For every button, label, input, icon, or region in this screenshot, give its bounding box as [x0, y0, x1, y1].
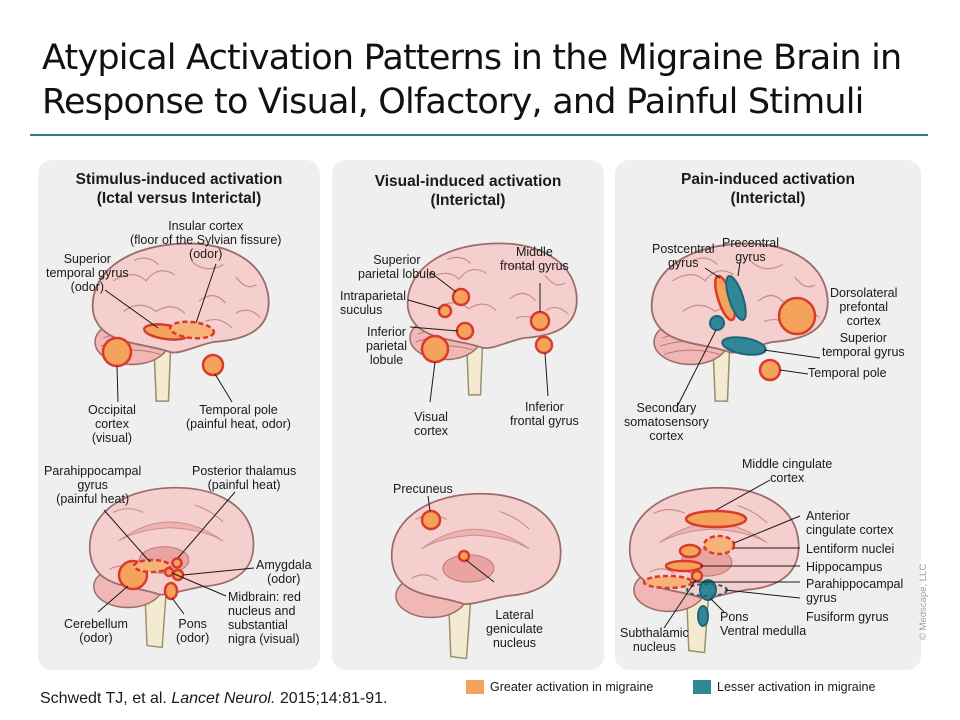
- label-precuneus: Precuneus: [393, 482, 453, 496]
- label-precentral-gyrus: Precentral gyrus: [722, 236, 779, 264]
- spot-parahippocampal-3: [642, 574, 694, 590]
- spot-superior-parietal: [451, 287, 471, 307]
- lesser-swatch: [693, 680, 711, 694]
- title-divider: [30, 134, 928, 136]
- spot-midbrain: [163, 566, 175, 578]
- spot-precentral: [725, 275, 747, 321]
- panel-title: Pain-induced activation (Interictal): [681, 171, 855, 207]
- label-midbrain: Midbrain: red nucleus and substantial ni…: [228, 590, 301, 646]
- label-ventral-medulla: Ventral medulla: [720, 624, 807, 638]
- page-title: Atypical Activation Patterns in the Migr…: [42, 38, 902, 122]
- spot-subthalamic: [690, 569, 704, 583]
- label-postcentral-gyrus: Postcentral gyrus: [652, 242, 715, 270]
- citation-journal: Lancet Neurol.: [171, 690, 276, 707]
- label-parahippocampal-gyrus: Parahippocampal gyrus (painful heat): [44, 464, 142, 506]
- spot-ventral-medulla: [697, 605, 709, 627]
- label-intraparietal-sulcus: Intraparietal suculus: [340, 289, 407, 317]
- spot-pons: [163, 581, 179, 601]
- label-cerebellum: Cerebellum (odor): [64, 617, 128, 645]
- panel-title: Visual-induced activation (Interictal): [374, 173, 562, 209]
- label-secondary-somatosensory: Secondary somatosensory cortex: [624, 401, 709, 443]
- spot-visual-cortex: [420, 334, 450, 364]
- spot-parahippocampal: [132, 558, 172, 574]
- spot-middle-cingulate: [684, 509, 748, 529]
- label-middle-cingulate: Middle cingulate cortex: [742, 457, 833, 485]
- spot-thalamus: [171, 557, 183, 569]
- spot-temporal-pole-3: [758, 358, 782, 382]
- spot-pons-3: [699, 579, 717, 601]
- spot-precuneus: [420, 509, 442, 531]
- spot-secondary-somatosensory: [709, 315, 725, 331]
- label-pons-3: Pons: [720, 610, 749, 624]
- greater-swatch: [466, 680, 484, 694]
- spot-dorsolateral: [777, 296, 817, 336]
- label-superior-parietal-lobule: Superior parietal lobule: [358, 253, 436, 281]
- spot-inferior-parietal: [455, 321, 475, 341]
- spot-anterior-cingulate: [702, 534, 736, 556]
- label-hippocampus: Hippocampus: [806, 560, 883, 574]
- legend-lesser: Lesser activation in migraine: [693, 680, 875, 694]
- spot-lentiform: [678, 543, 702, 559]
- legend-greater-label: Greater activation in migraine: [490, 680, 654, 694]
- label-temporal-pole: Temporal pole (painful heat, odor): [186, 403, 291, 431]
- label-occipital-cortex: Occipital cortex (visual): [88, 403, 136, 445]
- panel-title: Stimulus-induced activation (Ictal versu…: [75, 171, 283, 207]
- spot-temporal-pole: [201, 353, 225, 377]
- spot-inferior-frontal: [534, 335, 554, 355]
- label-superior-temporal-gyrus-3: Superior temporal gyrus: [822, 331, 905, 359]
- label-lateral-geniculate-nucleus: Lateral geniculate nucleus: [486, 608, 543, 650]
- label-visual-cortex: Visual cortex: [414, 410, 449, 438]
- spot-lateral-geniculate: [457, 549, 471, 563]
- label-inferior-frontal-gyrus: Inferior frontal gyrus: [510, 400, 579, 428]
- legend-lesser-label: Lesser activation in migraine: [717, 680, 876, 694]
- legend-greater: Greater activation in migraine: [466, 680, 653, 694]
- spot-insular: [168, 320, 216, 340]
- copyright: © Medscape, LLC: [918, 563, 929, 640]
- spot-amygdala: [171, 568, 185, 582]
- label-posterior-thalamus: Posterior thalamus (painful heat): [192, 464, 297, 492]
- label-superior-temporal-gyrus: Superior temporal gyrus (odor): [46, 252, 129, 294]
- citation-authors: Schwedt TJ, et al.: [40, 690, 167, 707]
- label-middle-frontal-gyrus: Middle frontal gyrus: [500, 245, 569, 273]
- citation: Schwedt TJ, et al. Lancet Neurol. 2015;1…: [40, 690, 388, 708]
- label-parahippocampal-gyrus-3: Parahippocampal gyrus: [806, 577, 904, 605]
- label-lentiform-nuclei: Lentiform nuclei: [806, 542, 895, 556]
- spot-occipital: [101, 336, 133, 368]
- spot-middle-frontal: [529, 310, 551, 332]
- citation-details: 2015;14:81-91.: [279, 690, 388, 707]
- spot-intraparietal: [437, 303, 453, 319]
- label-inferior-parietal-lobule: Inferior parietal lobule: [366, 325, 407, 367]
- spot-hippocampus: [664, 559, 704, 573]
- label-insular-cortex: Insular cortex (floor of the Sylvian fis…: [130, 219, 282, 261]
- label-fusiform-gyrus: Fusiform gyrus: [806, 610, 889, 624]
- label-temporal-pole-3: Temporal pole: [808, 366, 887, 380]
- label-dorsolateral-prefrontal: Dorsolateral prefontal cortex: [830, 286, 898, 328]
- label-pons: Pons (odor): [176, 617, 210, 645]
- label-subthalamic-nucleus: Subthalamic nucleus: [620, 626, 689, 654]
- label-anterior-cingulate: Anterior cingulate cortex: [806, 509, 894, 537]
- label-amygdala: Amygdala (odor): [256, 558, 312, 586]
